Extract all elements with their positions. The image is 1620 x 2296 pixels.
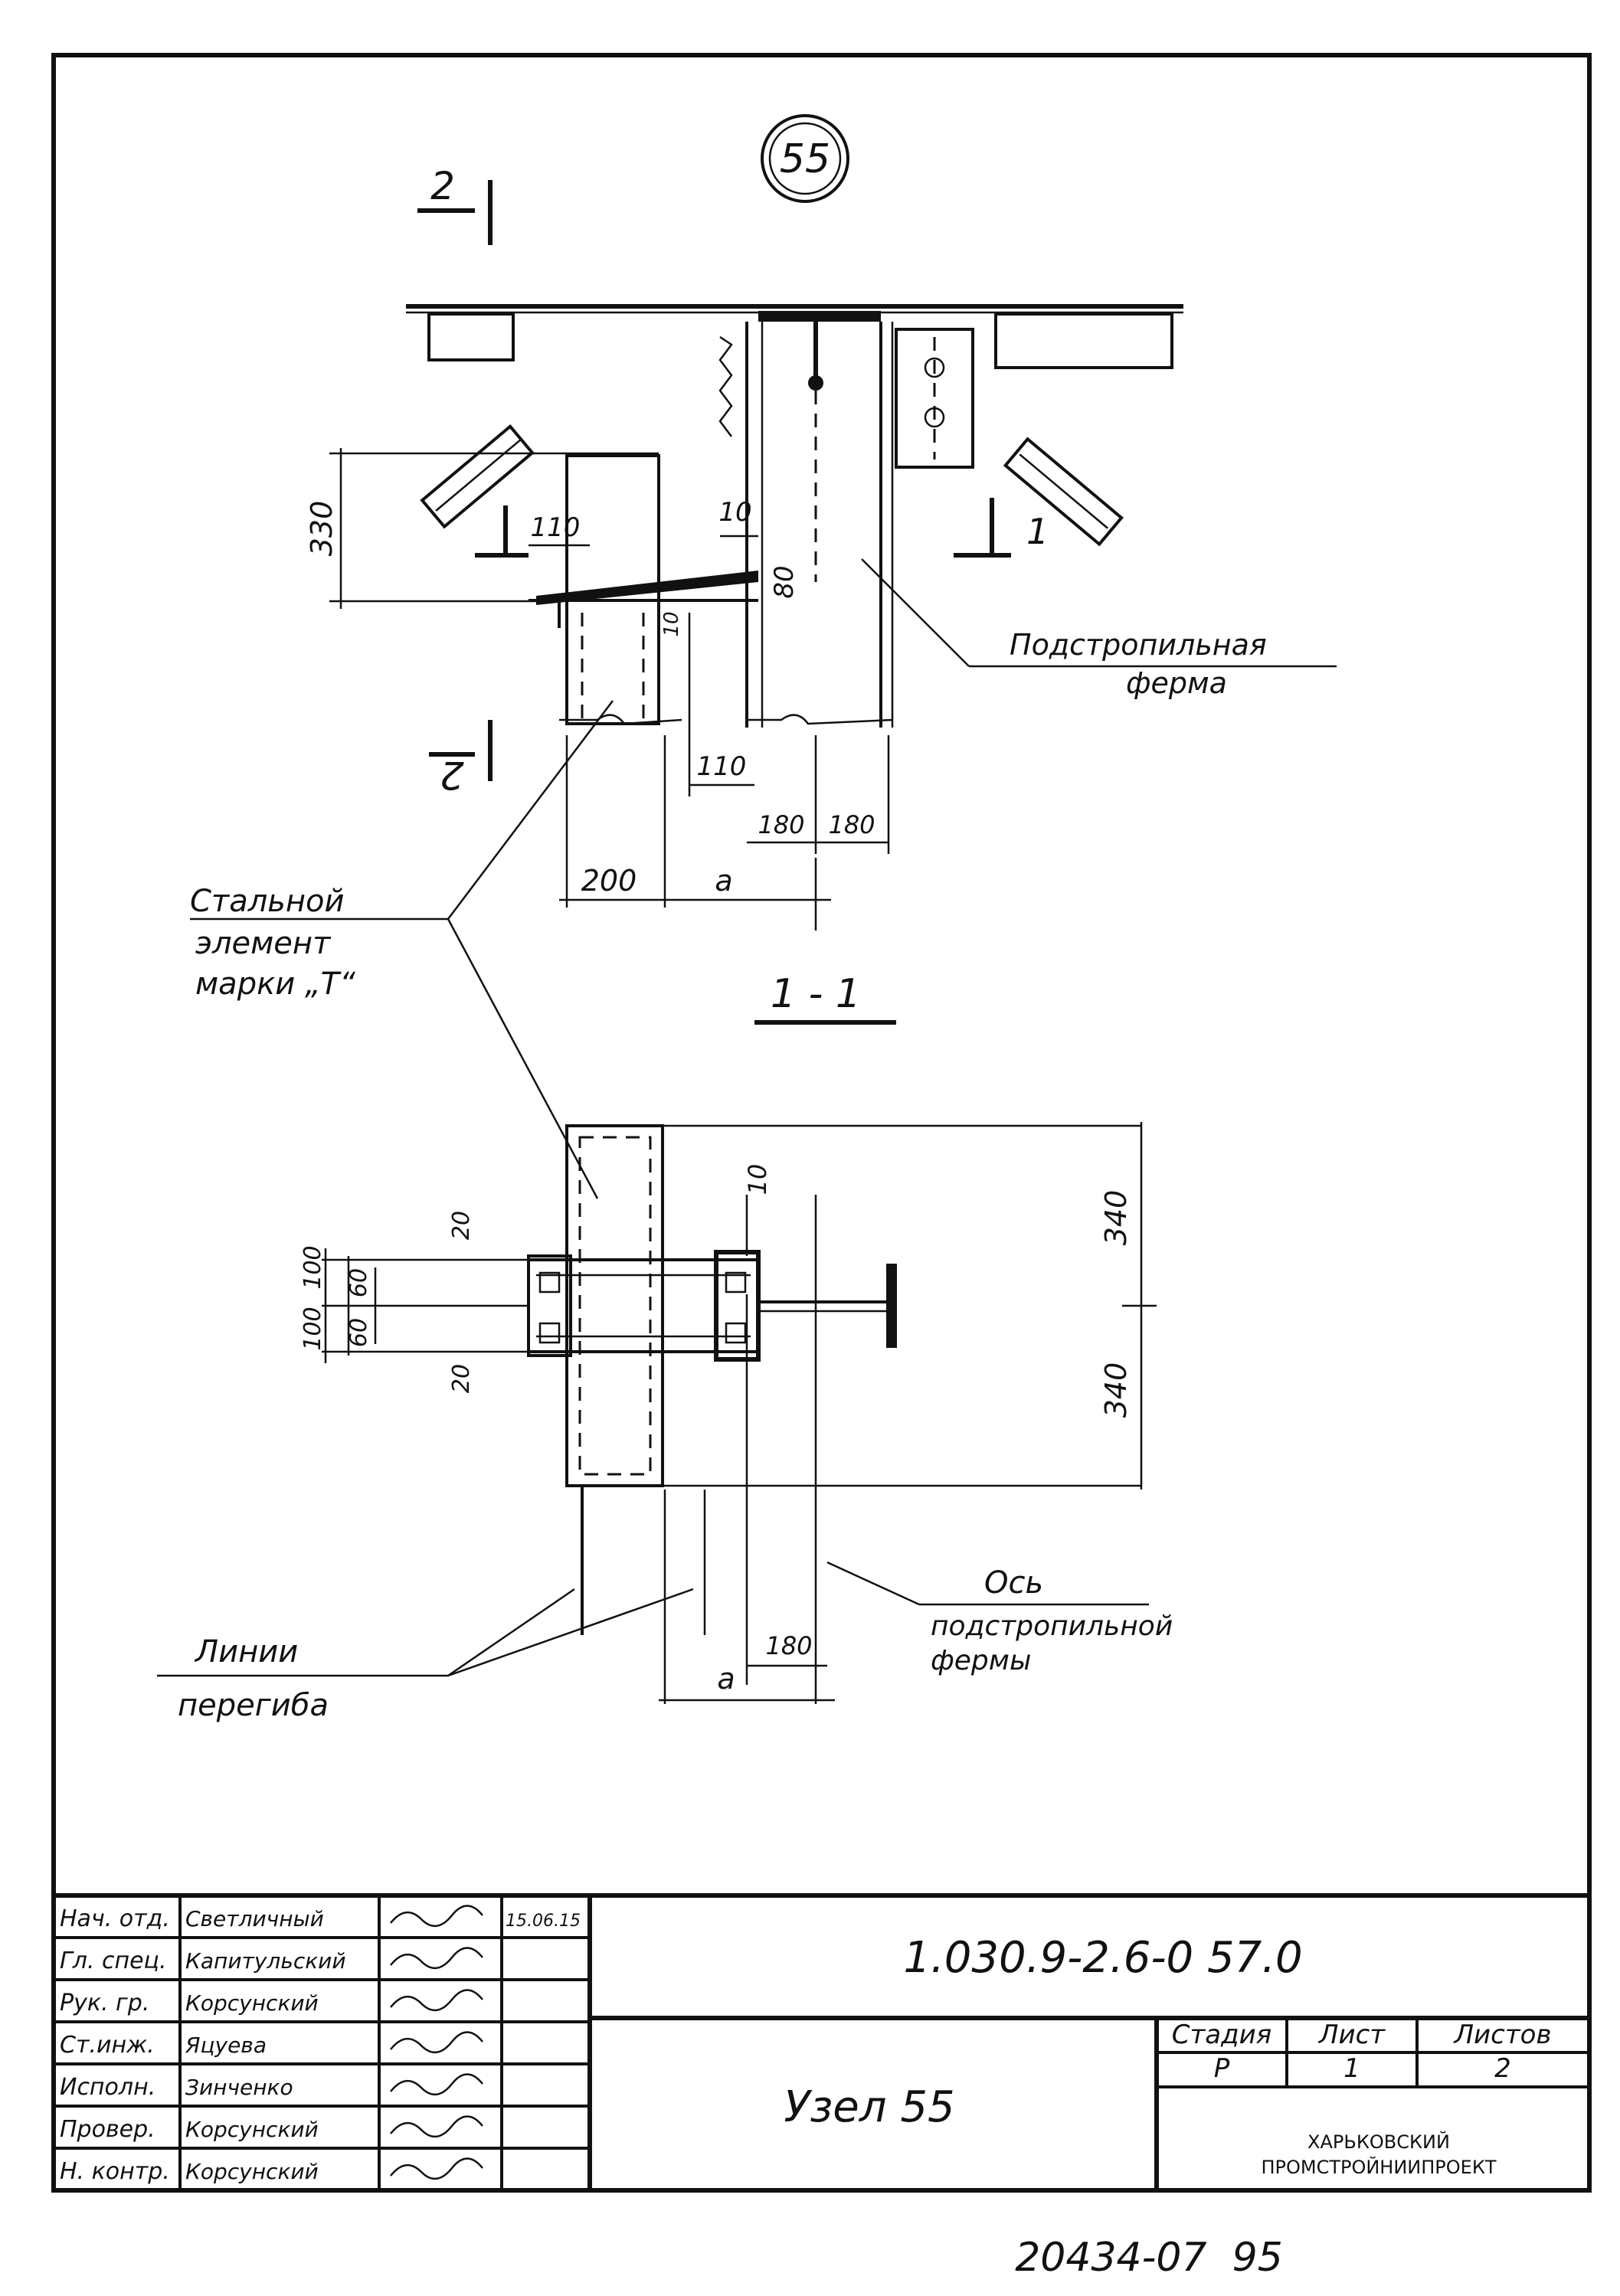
- dim-200: 200: [581, 864, 637, 898]
- tb-signature: [390, 1947, 483, 1969]
- tb-role: Ст.инж.: [60, 2032, 155, 2059]
- callout-bend-lines: Линии перегиба: [157, 1588, 694, 1723]
- tb-role: Нач. отд.: [60, 1905, 170, 1932]
- tb-signature: [390, 1989, 483, 2011]
- dim-80: 80: [769, 565, 800, 598]
- tb-name: Зинченко: [185, 2075, 293, 2100]
- dim-10-mid: 10: [660, 611, 683, 636]
- tb-name: Капитульский: [185, 1948, 346, 1974]
- plan-view: 2: [305, 164, 1337, 931]
- tb-role: Гл. спец.: [60, 1948, 166, 1974]
- tb-signature: [390, 2073, 483, 2095]
- dim-180-b: 180: [828, 810, 875, 839]
- callout-bend-line2: перегиба: [178, 1688, 329, 1723]
- tb-name: Корсунский: [185, 1990, 319, 2016]
- dim-330: 330: [305, 501, 339, 557]
- footer-number: 20434-07 95: [1015, 2235, 1283, 2281]
- dim-sec-10: 10: [743, 1164, 772, 1195]
- dim-sec-100-a: 100: [299, 1245, 326, 1289]
- dim-a-top: a: [715, 864, 732, 898]
- tb-date: 15.06.15: [506, 1912, 581, 1931]
- tb-role: Провер.: [60, 2116, 155, 2143]
- dim-sec-a: a: [717, 1662, 735, 1696]
- sheet-value: 1: [1343, 2053, 1360, 2084]
- dim-10-top: 10: [718, 497, 751, 528]
- callout-axis-line2: подстропильной: [931, 1611, 1173, 1642]
- sheet-frame: [51, 53, 1592, 2193]
- section-title-text: 1 - 1: [771, 971, 861, 1017]
- stage-header: Стадия: [1172, 2020, 1271, 2050]
- stage-value: Р: [1214, 2053, 1230, 2084]
- section-marker-1: 1: [954, 498, 1049, 558]
- callout-truss-line1: Подстропильная: [1010, 628, 1267, 662]
- drawing-title: Узел 55: [784, 2082, 954, 2132]
- callout-axis: Ось подстропильной фермы: [826, 1561, 1173, 1676]
- tb-name: Корсунский: [185, 2117, 319, 2142]
- dim-sec-180: 180: [765, 1631, 812, 1660]
- dim-110-top: 110: [531, 512, 581, 543]
- tb-signature: [390, 2115, 483, 2137]
- callout-steel-element: Стальной элемент марки „Т“: [190, 700, 614, 1199]
- tb-role: Рук. гр.: [60, 1990, 149, 2016]
- tb-role: Н. контр.: [60, 2158, 170, 2185]
- callout-axis-line3: фермы: [931, 1645, 1031, 1676]
- callout-axis-line1: Ось: [984, 1565, 1043, 1601]
- dim-sec-20-top: 20: [448, 1211, 475, 1240]
- dim-sec-340-bot: 340: [1099, 1362, 1133, 1418]
- section-view: 10 340 340 100 60 60 100 20 20 180 a: [299, 1122, 1157, 1704]
- sheets-value: 2: [1494, 2053, 1511, 2084]
- org-line2: ПРОМСТРОЙНИИПРОЕКТ: [1261, 2156, 1496, 2178]
- sheet-header: Лист: [1317, 2020, 1386, 2050]
- callout-truss-line2: ферма: [1126, 666, 1227, 700]
- dim-sec-100-b: 100: [299, 1307, 326, 1350]
- tb-signature: [390, 2157, 483, 2180]
- tb-name: Яцуева: [185, 2033, 267, 2058]
- section-right-label: 1: [1026, 511, 1049, 552]
- dim-110-low: 110: [697, 751, 747, 782]
- callout-steel-line2: элемент: [195, 926, 332, 961]
- section-marker-2-top: 2: [417, 164, 493, 245]
- tb-role: Исполн.: [60, 2074, 155, 2101]
- section-top-label: 2: [430, 164, 455, 208]
- section-title: 1 - 1: [754, 971, 896, 1025]
- doc-code: 1.030.9-2.6-0 57.0: [903, 1933, 1302, 1983]
- node-mark-number: 55: [780, 136, 830, 182]
- dim-sec-20-bot: 20: [448, 1364, 475, 1393]
- dim-sec-60-a: 60: [345, 1268, 372, 1297]
- org-line1: ХАРЬКОВСКИЙ: [1307, 2131, 1450, 2153]
- tb-signature: [390, 2031, 483, 2053]
- dim-sec-340-top: 340: [1099, 1190, 1133, 1246]
- callout-steel-line3: марки „Т“: [195, 966, 355, 1002]
- tb-name: Светличный: [185, 1906, 324, 1931]
- tb-name: Корсунский: [185, 2159, 319, 2184]
- callout-steel-line1: Стальной: [190, 884, 345, 919]
- callout-bend-line1: Линии: [194, 1634, 298, 1670]
- node-mark: 55: [761, 114, 849, 203]
- section-marker-2-bottom: 2: [429, 720, 493, 797]
- tb-signature: [390, 1905, 483, 1927]
- dim-180-a: 180: [758, 810, 804, 839]
- sheets-header: Листов: [1452, 2020, 1551, 2050]
- dim-sec-60-b: 60: [345, 1318, 372, 1347]
- section-bottom-label: 2: [440, 753, 464, 797]
